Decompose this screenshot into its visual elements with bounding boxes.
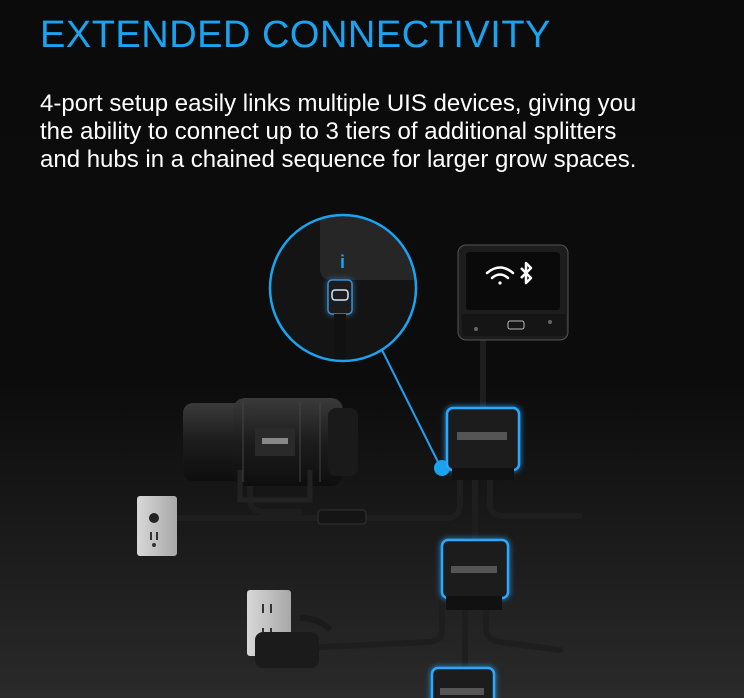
bluetooth-icon [520, 261, 533, 285]
cables [157, 339, 583, 673]
callout-leader [381, 349, 441, 467]
inline-fan [183, 398, 358, 503]
inline-speed-controller [317, 509, 367, 525]
page-title: EXTENDED CONNECTIVITY [40, 14, 551, 56]
description-line: the ability to connect up to 3 tiers of … [40, 118, 617, 145]
wifi-icon [485, 266, 515, 285]
feature-description: 4-port setup easily links multiple UIS d… [40, 90, 720, 174]
wall-outlet-1 [137, 496, 177, 556]
power-adapter [255, 615, 333, 668]
description-line: and hubs in a chained sequence for large… [40, 146, 637, 173]
controller-device [457, 244, 569, 341]
description-line: 4-port setup easily links multiple UIS d… [40, 90, 637, 117]
info-badge: i [340, 252, 345, 272]
zoom-callout: i [268, 213, 418, 363]
